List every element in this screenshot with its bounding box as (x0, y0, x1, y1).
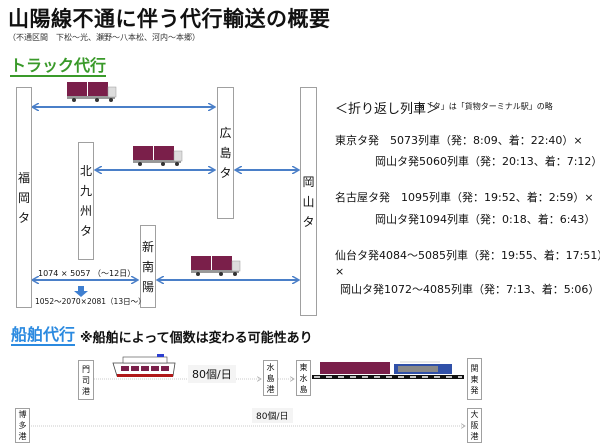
ship-icon (112, 354, 176, 377)
turnaround-entry-3-line2: 岡山タ発1072～4085列車（発：7:13、着：5:06） (340, 283, 600, 296)
route-note-1: 1074 × 5057 （～12日） (38, 269, 136, 278)
station-kitakyushu: 北 九 州 タ (78, 142, 94, 260)
station-char: 新 (141, 239, 154, 254)
turnaround-title: ＜折り返し列車＞ (335, 102, 440, 117)
station-char: 阪 (470, 421, 479, 430)
station-higashi-mizushima: 東 水 島 (296, 360, 311, 396)
station-char: 港 (18, 432, 27, 441)
station-char: 北 (79, 164, 92, 178)
station-char: 港 (82, 386, 90, 396)
station-char: 東 (470, 374, 479, 384)
station-char: 州 (79, 204, 92, 218)
station-char: タ (17, 210, 30, 225)
route-note-2: 1052～2070×2081（13日～） (35, 297, 146, 306)
turnaround-entry-1-line1: 東京タ発 5073列車（発：8:09、着：22:40）× (335, 134, 583, 147)
station-char: 大 (470, 410, 479, 419)
station-char: 陽 (141, 279, 154, 294)
station-char: タ (219, 166, 232, 180)
station-mizushima-port: 水 島 港 (263, 360, 278, 396)
station-char: 東 (299, 362, 308, 372)
station-char: 南 (141, 259, 154, 274)
station-char: 多 (18, 421, 27, 430)
page-title: 山陽線不通に伴う代行輸送の概要 (8, 7, 331, 31)
page-subtitle: （不通区間 下松～光、瀬野～八本松、河内～本郷） (8, 33, 200, 42)
station-kanto: 関 東 発 (467, 358, 482, 400)
station-char: 発 (470, 385, 479, 395)
capacity-label-moji: 80個/日 (188, 365, 236, 383)
turnaround-footnote: ※「タ」は「貨物ターミナル駅」の略 (418, 102, 553, 111)
station-osaka-port: 大 阪 港 (467, 408, 482, 443)
station-char: 岡 (302, 174, 315, 189)
station-hakata-port: 博 多 港 (15, 408, 30, 443)
station-char: 水 (266, 362, 275, 372)
ship-section-heading: 船舶代行 (11, 325, 76, 346)
station-char: 島 (299, 384, 308, 394)
turnaround-entry-1-line2: 岡山タ発5060列車（発：20:13、着：7:12） (375, 155, 600, 168)
station-moji-port: 門 司 港 (78, 360, 94, 400)
station-shinnanyo: 新 南 陽 (140, 225, 156, 308)
turnaround-entry-2-line2: 岡山タ発1094列車（発：0:18、着：6:43） (375, 213, 596, 226)
station-char: 港 (266, 384, 275, 394)
station-char: 島 (266, 373, 275, 383)
truck-icon (67, 82, 117, 102)
freight-train-icon (320, 361, 452, 374)
station-char: タ (79, 224, 92, 238)
station-char: 九 (79, 184, 92, 198)
station-char: タ (302, 214, 315, 229)
station-char: 岡 (17, 190, 30, 205)
turnaround-entry-3-cross: × (335, 265, 345, 278)
station-char: 島 (219, 146, 232, 160)
station-fukuoka: 福 岡 タ (16, 87, 32, 308)
down-arrow-icon (74, 286, 88, 297)
station-okayama: 岡 山 タ (300, 87, 317, 316)
station-char: 関 (470, 363, 479, 373)
station-char: 門 (82, 364, 90, 374)
station-hiroshima: 広 島 タ (217, 87, 234, 219)
station-char: 司 (82, 375, 90, 385)
truck-icon (191, 256, 241, 276)
station-char: 福 (17, 170, 30, 185)
station-char: 水 (299, 373, 308, 383)
station-char: 港 (470, 432, 479, 441)
truck-icon (133, 146, 183, 166)
station-char: 山 (302, 194, 315, 209)
station-char: 博 (18, 410, 27, 419)
capacity-label-hakata: 80個/日 (252, 408, 293, 423)
turnaround-entry-2-line1: 名古屋タ発 1095列車（発：19:52、着：2:59）× (335, 191, 594, 204)
truck-section-heading: トラック代行 (10, 56, 107, 77)
station-char: 広 (219, 126, 232, 140)
turnaround-entry-3-line1: 仙台タ発4084～5085列車（発：19:55、着：17:51） (335, 249, 600, 262)
ship-section-note: ※船舶によって個数は変わる可能性あり (80, 331, 313, 346)
